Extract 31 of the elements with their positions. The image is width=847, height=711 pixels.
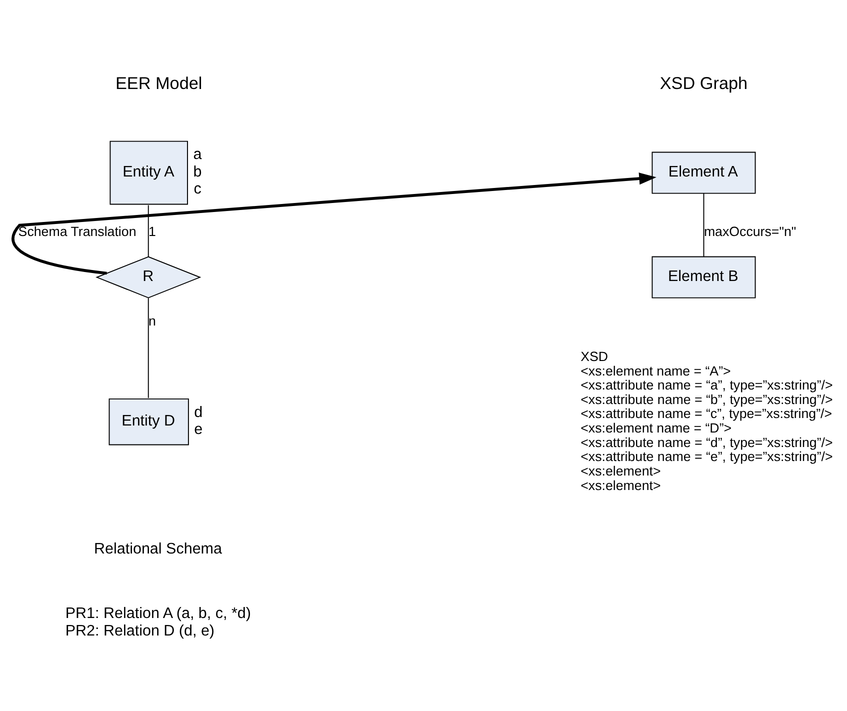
label: XSD Graph bbox=[660, 72, 748, 93]
node-label: a bbox=[193, 146, 202, 163]
label: Relational Schema bbox=[94, 540, 222, 557]
connector bbox=[148, 204, 149, 257]
label: XSD bbox=[580, 348, 608, 364]
node-label: b bbox=[193, 162, 202, 180]
arrow bbox=[12, 172, 656, 274]
edge-label: Schema Translation bbox=[18, 223, 136, 238]
edge-label: n bbox=[148, 313, 156, 328]
node-label: d bbox=[194, 403, 203, 420]
node-label: e bbox=[194, 420, 203, 438]
node-label: c bbox=[194, 180, 202, 198]
label: <xs:element name = “D”> bbox=[580, 420, 732, 436]
edge-label: maxOccurs="n" bbox=[704, 223, 796, 238]
edge-label: 1 bbox=[148, 223, 156, 238]
label: <xs:attribute name = “c”, type=”xs:string”/> bbox=[580, 406, 832, 421]
connector bbox=[703, 192, 704, 257]
label: <xs:attribute name = “e”, type=”xs:string”/> bbox=[580, 448, 833, 464]
label: EER Model bbox=[115, 72, 202, 93]
label: <xs:element> bbox=[580, 477, 661, 492]
node-diamond: R bbox=[96, 256, 202, 298]
label: <xs:attribute name = “a”, type=”xs:string”/> bbox=[580, 377, 833, 392]
label: PR1: Relation A (a, b, c, *d) bbox=[65, 604, 251, 622]
label: PR2: Relation D (d, e) bbox=[65, 622, 215, 639]
label: <xs:attribute name = “d”, type=”xs:string”/> bbox=[580, 434, 833, 450]
label: <xs:element name = “A”> bbox=[580, 362, 731, 378]
connector bbox=[148, 297, 149, 398]
node-box: Element A bbox=[652, 151, 756, 194]
node-box: Element B bbox=[652, 256, 756, 298]
label: <xs:attribute name = “b”, type=”xs:string”/> bbox=[580, 391, 833, 406]
label: <xs:element> bbox=[580, 462, 661, 478]
